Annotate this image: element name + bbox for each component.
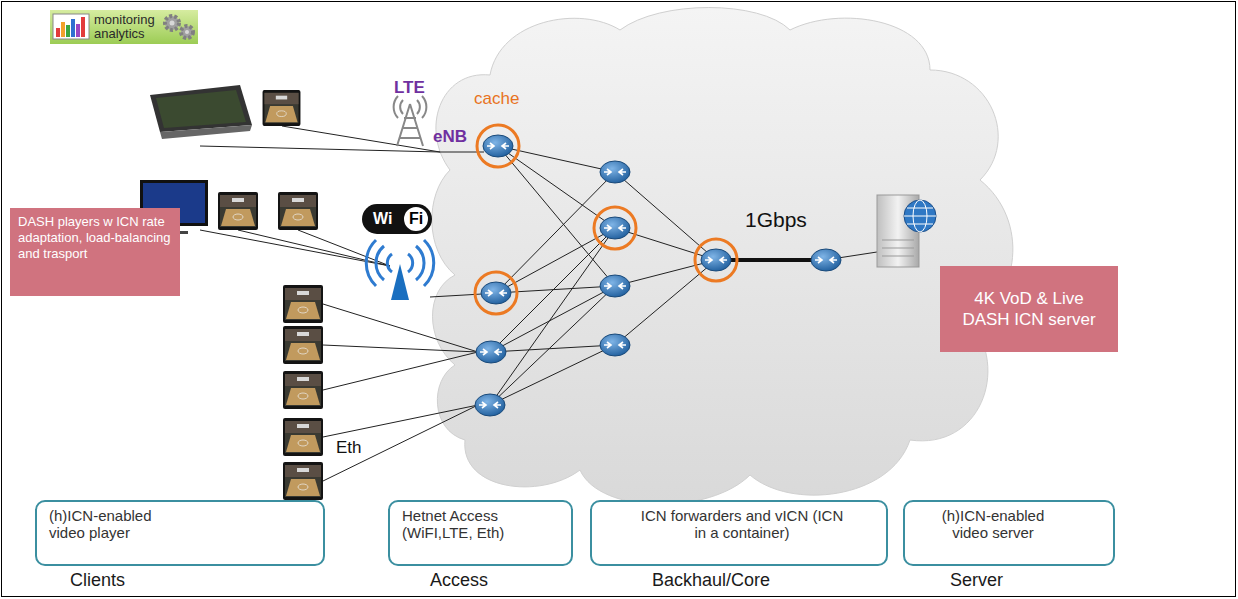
- server-icon: [877, 195, 936, 267]
- network-label: cache: [474, 89, 519, 109]
- video-screens-part: [218, 192, 258, 230]
- video-screens-part: [283, 326, 323, 364]
- analytics-icon-part-part: [181, 26, 193, 38]
- video-screens-part: [283, 462, 323, 500]
- laptop-icon-part: [150, 85, 252, 132]
- note-text: DASH players w ICN rate adaptation, load…: [18, 214, 172, 262]
- laptop-icon-part: [160, 125, 252, 139]
- video-screens-part: [283, 418, 323, 456]
- router-icons-part: [600, 275, 630, 297]
- router-icons-part: [476, 341, 506, 363]
- laptop-icon-part: [156, 90, 246, 128]
- wifi-antenna: [366, 240, 434, 300]
- lte-tower-part: [394, 96, 427, 118]
- laptop-icon: [150, 85, 252, 139]
- layer-box: ICN forwarders and vICN (ICN in a contai…: [590, 500, 888, 590]
- analytics-icon-part-part: [53, 14, 89, 39]
- layer-box: (h)ICN-enabled video serverServer: [903, 500, 1115, 590]
- layer-text: ICN forwarders and vICN (ICN in a contai…: [637, 507, 847, 541]
- server-icon-part: [904, 200, 936, 232]
- network-cloud: [432, 8, 1013, 505]
- router-icons-part: [600, 161, 630, 183]
- wifi-antenna-part: [391, 264, 409, 300]
- layer-text: (h)ICN-enabled video player: [49, 507, 189, 541]
- router-icons-part: [481, 282, 511, 304]
- layer-name: Server: [950, 570, 1003, 590]
- router-icons-part: [811, 249, 841, 271]
- monitoring-box: monitoring analytics: [50, 10, 198, 44]
- layer-outline: (h)ICN-enabled video server: [903, 500, 1115, 566]
- server-icon-part: [882, 240, 914, 256]
- network-links-part: [200, 230, 482, 297]
- wifi-logo-part: [403, 206, 429, 232]
- layer-outline: Hetnet Access (WiFI,LTE, Eth): [388, 500, 573, 566]
- layer-name: Backhaul/Core: [652, 570, 770, 590]
- network-label: eNB: [433, 127, 467, 147]
- video-screens-part: [278, 192, 318, 230]
- layer-outline: ICN forwarders and vICN (ICN in a contai…: [590, 500, 888, 566]
- cache-rings-part: [695, 239, 737, 281]
- network-links: [200, 126, 877, 481]
- layer-outline: (h)ICN-enabled video player: [35, 500, 325, 566]
- video-screens-part: [283, 371, 323, 409]
- analytics-icon-part-part: [76, 24, 80, 37]
- box-text: monitoring analytics: [94, 13, 164, 41]
- video-screens-part: [263, 90, 301, 126]
- network-links-part: [490, 228, 615, 405]
- cache-rings-part: [475, 272, 517, 314]
- analytics-icon-part-part: [165, 16, 179, 30]
- network-links-part: [323, 304, 478, 481]
- analytics-icon-part-part: [170, 21, 175, 26]
- layer-text: (h)ICN-enabled video server: [923, 507, 1063, 541]
- router-icons: [475, 135, 841, 416]
- player-note: DASH players w ICN rate adaptation, load…: [10, 208, 180, 296]
- cache-rings-part: [594, 207, 636, 249]
- analytics-icon-part-part: [71, 19, 75, 37]
- network-label: Eth: [336, 438, 362, 458]
- network-label: LTE: [394, 78, 425, 98]
- analytics-icon-part-part: [66, 25, 70, 37]
- analytics-icon-part-part: [185, 30, 189, 34]
- cache-rings: [475, 125, 737, 314]
- wifi-logo: [362, 204, 432, 234]
- network-label: Wi: [373, 210, 392, 228]
- layer-box: (h)ICN-enabled video playerClients: [35, 500, 325, 590]
- video-screens-part: [283, 285, 323, 323]
- router-icons-part: [475, 394, 505, 416]
- analytics-icon-part-part: [61, 22, 65, 37]
- video-screens: [218, 90, 323, 500]
- network-links-part: [838, 252, 877, 258]
- analytics-icon-part-part: [81, 17, 85, 37]
- server-note: 4K VoD & Live DASH ICN server: [940, 266, 1118, 352]
- network-label: Fi: [409, 210, 423, 228]
- router-icons-part: [600, 217, 630, 239]
- server-icon-part: [904, 208, 936, 224]
- cache-rings-part: [477, 125, 519, 167]
- router-icons-part: [483, 135, 513, 157]
- layer-box: Hetnet Access (WiFI,LTE, Eth) Access: [388, 500, 573, 590]
- wifi-logo-part: [362, 204, 432, 234]
- analytics-icon-part-part: [56, 28, 60, 37]
- layer-name: Clients: [70, 570, 125, 590]
- network-links-part: [496, 172, 615, 293]
- network-label: 1Gbps: [745, 208, 807, 232]
- note-text: 4K VoD & Live DASH ICN server: [952, 288, 1106, 330]
- router-icons-part: [701, 249, 731, 271]
- gigabit-link: [716, 258, 826, 262]
- lte-tower: [394, 96, 427, 146]
- layer-name: Access: [430, 570, 488, 590]
- wifi-antenna-part: [366, 240, 434, 286]
- layer-text: Hetnet Access (WiFI,LTE, Eth): [402, 507, 552, 541]
- wifi-antenna-part-part: [366, 240, 434, 286]
- router-icons-part: [600, 334, 630, 356]
